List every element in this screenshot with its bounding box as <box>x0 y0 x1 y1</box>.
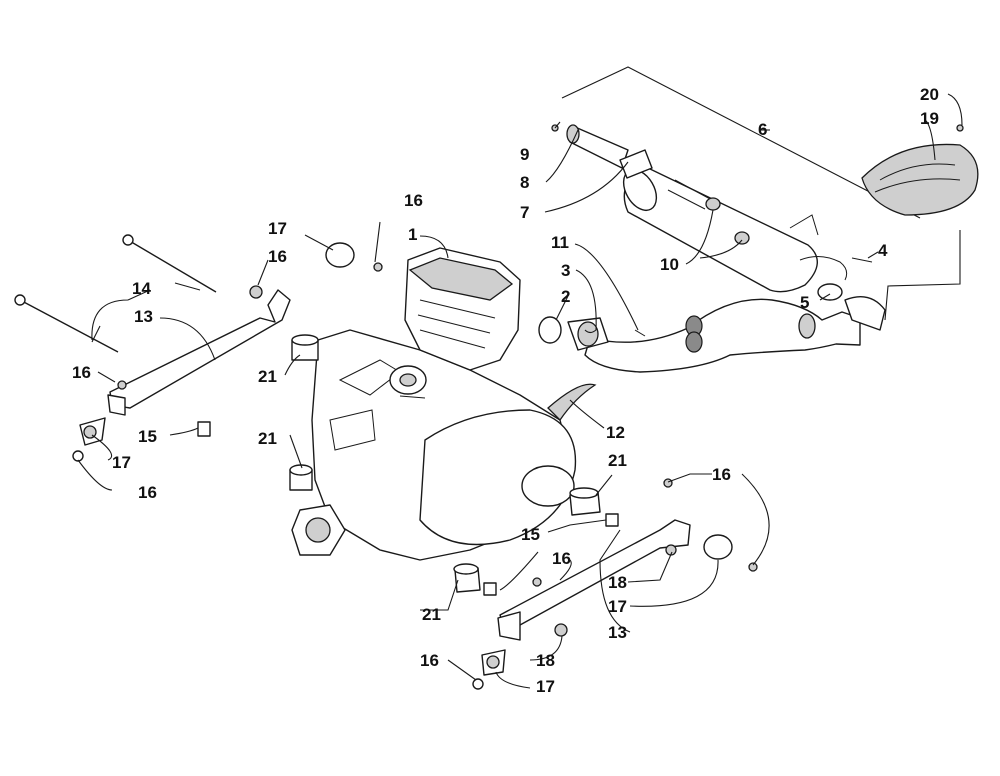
callout-17-right-mid: 17 <box>608 597 627 616</box>
callout-16-right-bottom: 16 <box>420 651 439 670</box>
callout-17-top: 17 <box>268 219 287 238</box>
callout-12: 12 <box>606 423 625 442</box>
exhaust-head-pipe <box>567 298 861 373</box>
mounting-bolts <box>14 234 217 353</box>
callout-20: 20 <box>920 85 939 104</box>
callout-11: 11 <box>551 233 569 252</box>
callout-10: 10 <box>660 255 679 274</box>
callout-2: 2 <box>561 287 570 306</box>
callout-16-left-bottom: 16 <box>138 483 157 502</box>
callout-21-left-bottom: 21 <box>258 429 277 448</box>
callout-17-right-bottom: 17 <box>536 677 555 696</box>
exhaust-gasket <box>538 316 562 344</box>
callout-4: 4 <box>878 241 888 260</box>
callout-16-right-mid: 16 <box>552 549 571 568</box>
callout-8: 8 <box>520 173 529 192</box>
callout-21-right-bottom: 21 <box>422 605 441 624</box>
heat-shield <box>861 124 979 216</box>
exhaust-spring-clamp <box>799 256 886 331</box>
right-mount-bracket <box>497 519 691 641</box>
callout-19: 19 <box>920 109 939 128</box>
callout-16-right-top: 16 <box>712 465 731 484</box>
callout-18-right-mid: 18 <box>608 573 627 592</box>
callout-1: 1 <box>408 225 417 244</box>
callout-6: 6 <box>758 120 767 139</box>
spark-arrestor <box>551 124 653 179</box>
callout-17-left: 17 <box>112 453 131 472</box>
callout-labels: 1 2 3 4 5 6 7 8 9 10 11 12 13 13 14 15 1… <box>72 85 939 696</box>
callout-21-right-top: 21 <box>608 451 627 470</box>
callout-21-left-top: 21 <box>258 367 277 386</box>
exhaust-assembly-bracket <box>561 66 921 219</box>
right-mount-isolators <box>453 478 758 690</box>
callout-15-right: 15 <box>521 525 540 544</box>
callout-7: 7 <box>520 203 529 222</box>
callout-15-left: 15 <box>138 427 157 446</box>
left-mount-bracket <box>107 289 291 416</box>
callout-14: 14 <box>132 279 151 298</box>
callout-3: 3 <box>561 261 570 280</box>
callout-16-left-bracket: 16 <box>72 363 91 382</box>
left-mount-isolators <box>72 242 383 491</box>
callout-13-right: 13 <box>608 623 627 642</box>
callout-leader-lines <box>77 93 963 689</box>
callout-18-right-bottom: 18 <box>536 651 555 670</box>
callout-16-top: 16 <box>404 191 423 210</box>
callout-16-left-mid: 16 <box>268 247 287 266</box>
muffler <box>622 167 819 293</box>
callout-13-left: 13 <box>134 307 153 326</box>
callout-5: 5 <box>800 293 809 312</box>
engine-block <box>291 247 597 561</box>
callout-9: 9 <box>520 145 529 164</box>
